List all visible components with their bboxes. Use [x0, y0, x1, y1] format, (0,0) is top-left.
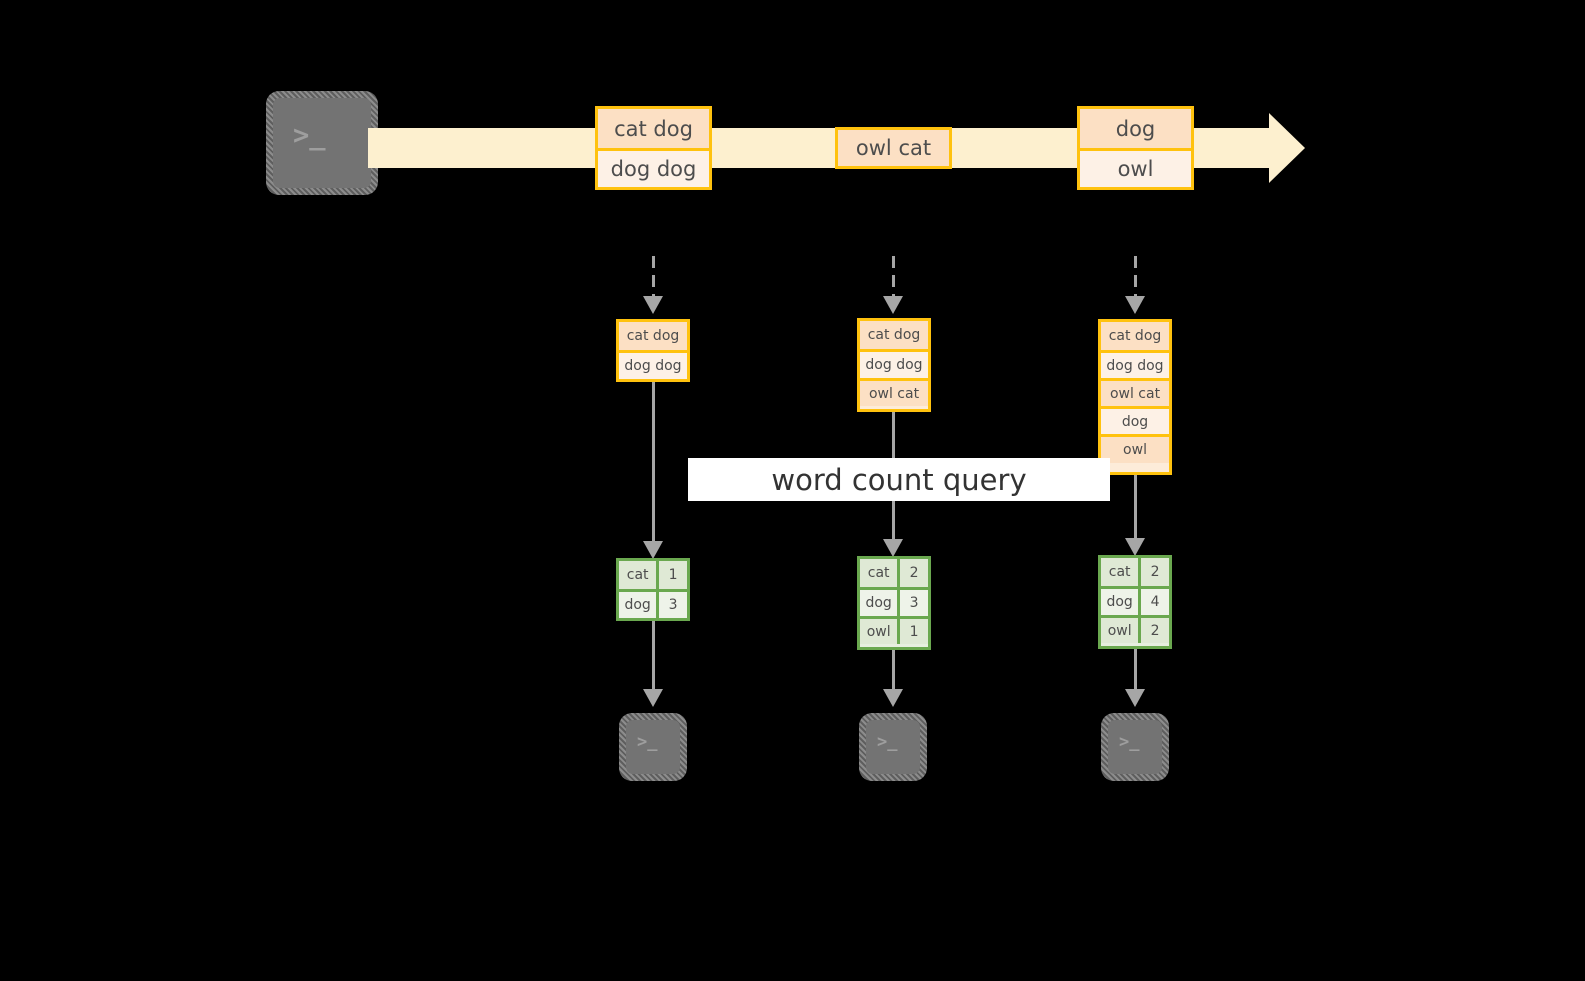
terminal-screen [626, 720, 680, 774]
snapshot-1-output-line [652, 621, 655, 696]
terminal-screen [866, 720, 920, 774]
snapshot-input-line: cat dog [860, 321, 928, 349]
result-row: dog 4 [1101, 586, 1169, 615]
result-count: 3 [659, 592, 687, 618]
result-count: 1 [659, 561, 687, 589]
snapshot-1-query-line [652, 382, 655, 550]
stream-message-line: owl cat [838, 130, 949, 166]
snapshot-input-line: owl cat [860, 378, 928, 406]
snapshot-1-input-messages: cat dog dog dog [616, 319, 690, 382]
snapshot-input-line: cat dog [1101, 322, 1169, 350]
snapshot-2-output-line [892, 650, 895, 696]
stream-message-group-2: owl cat [835, 127, 952, 169]
result-word: owl [860, 619, 901, 644]
stream-to-snapshot-3-line [1134, 256, 1137, 298]
result-row: cat 2 [860, 559, 928, 587]
snapshot-1-output-arrowhead [643, 689, 663, 707]
result-count: 4 [1141, 589, 1169, 615]
snapshot-input-line: owl [1101, 434, 1169, 463]
result-word: dog [619, 592, 660, 618]
snapshot-3-output-line [1134, 649, 1137, 696]
snapshot-2-consumer-terminal-icon: >_ [859, 713, 927, 781]
terminal-prompt-glyph: >_ [637, 732, 658, 752]
result-word: dog [860, 590, 901, 616]
terminal-prompt-glyph: >_ [293, 120, 326, 151]
snapshot-2-input-messages: cat dog dog dog owl cat [857, 318, 931, 412]
snapshot-input-line: dog dog [860, 349, 928, 378]
stream-message-group-1: cat dog dog dog [595, 106, 712, 190]
terminal-screen [1108, 720, 1162, 774]
terminal-prompt-glyph: >_ [1119, 732, 1140, 752]
snapshot-input-line: owl cat [1101, 378, 1169, 406]
snapshot-input-line: dog dog [619, 350, 687, 379]
result-row: dog 3 [860, 587, 928, 616]
result-count: 2 [900, 559, 928, 587]
snapshot-1-query-arrowhead [643, 541, 663, 559]
snapshot-3-query-arrowhead [1125, 538, 1145, 556]
snapshot-1-consumer-terminal-icon: >_ [619, 713, 687, 781]
stream-to-snapshot-1-line [652, 256, 655, 298]
snapshot-input-line: dog dog [1101, 350, 1169, 378]
terminal-screen [273, 98, 371, 188]
snapshot-input-line: dog [1101, 406, 1169, 434]
terminal-prompt-glyph: >_ [877, 732, 898, 752]
result-count: 2 [1141, 618, 1169, 643]
result-word: dog [1101, 589, 1142, 615]
stream-arrow-head [1269, 113, 1305, 183]
result-count: 3 [900, 590, 928, 616]
snapshot-2-output-arrowhead [883, 689, 903, 707]
stream-message-group-3: dog owl [1077, 106, 1194, 190]
stream-message-line: cat dog [598, 109, 709, 148]
stream-to-snapshot-2-arrowhead [883, 296, 903, 314]
snapshot-3-output-arrowhead [1125, 689, 1145, 707]
stream-message-line: dog [1080, 109, 1191, 148]
snapshot-3-consumer-terminal-icon: >_ [1101, 713, 1169, 781]
stream-to-snapshot-2-line [892, 256, 895, 298]
snapshot-1-result-table: cat 1 dog 3 [616, 558, 690, 621]
stream-message-line: owl [1080, 148, 1191, 187]
result-word: cat [1101, 558, 1142, 586]
result-row: owl 1 [860, 616, 928, 644]
stream-to-snapshot-1-arrowhead [643, 296, 663, 314]
result-word: cat [860, 559, 901, 587]
snapshot-3-query-line [1134, 475, 1137, 548]
result-row: owl 2 [1101, 615, 1169, 643]
producer-terminal-icon: >_ [266, 91, 378, 195]
query-label-banner: word count query [688, 458, 1110, 501]
result-row: cat 1 [619, 561, 687, 589]
snapshot-3-result-table: cat 2 dog 4 owl 2 [1098, 555, 1172, 649]
result-word: cat [619, 561, 660, 589]
snapshot-input-line: cat dog [619, 322, 687, 350]
snapshot-3-input-messages: cat dog dog dog owl cat dog owl [1098, 319, 1172, 475]
result-row: dog 3 [619, 589, 687, 618]
result-row: cat 2 [1101, 558, 1169, 586]
result-word: owl [1101, 618, 1142, 643]
stream-to-snapshot-3-arrowhead [1125, 296, 1145, 314]
stream-message-line: dog dog [598, 148, 709, 187]
snapshot-2-query-arrowhead [883, 539, 903, 557]
snapshot-2-result-table: cat 2 dog 3 owl 1 [857, 556, 931, 650]
result-count: 2 [1141, 558, 1169, 586]
result-count: 1 [900, 619, 928, 644]
